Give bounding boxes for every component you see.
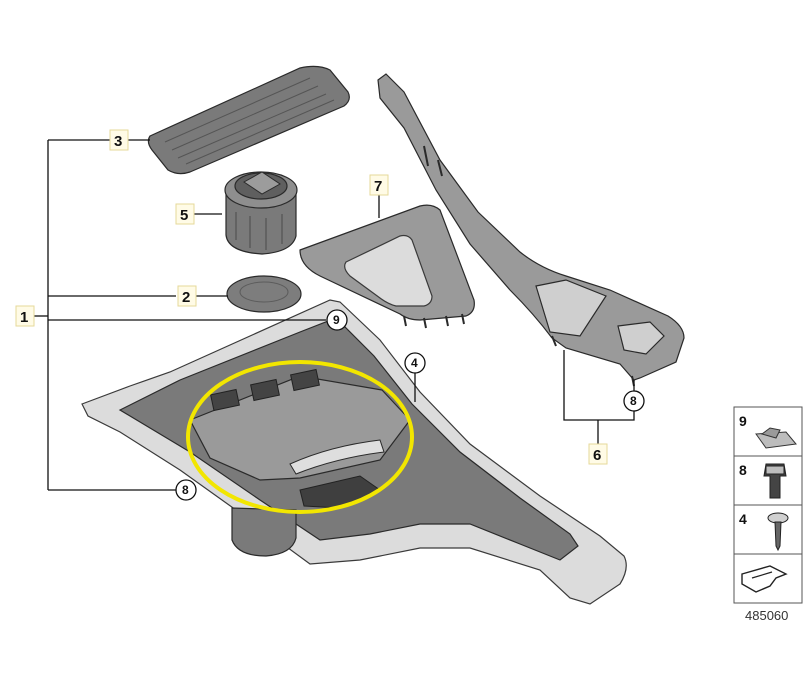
main-console-assembly [81, 299, 627, 605]
callout-8-right: 8 [623, 390, 645, 412]
highlight-ellipse [186, 360, 414, 514]
callout-8-left: 8 [175, 479, 197, 501]
bracket-1-lines [34, 139, 635, 491]
svg-text:9: 9 [739, 413, 747, 429]
callout-3: 3 [109, 129, 129, 151]
orientation-arrow-icon [741, 565, 788, 593]
diagram-code: 485060 [745, 608, 788, 623]
svg-text:5: 5 [180, 207, 188, 224]
part-2-round-pad [226, 275, 302, 313]
svg-text:8: 8 [630, 394, 637, 408]
callout-7: 7 [369, 174, 389, 196]
callout-1: 1 [15, 305, 35, 327]
svg-text:1: 1 [20, 309, 28, 326]
svg-text:7: 7 [374, 178, 382, 195]
part-5-cup-holder [224, 171, 298, 255]
legend-item-9: 9 [739, 413, 797, 449]
svg-text:8: 8 [182, 483, 189, 497]
svg-text:2: 2 [182, 289, 190, 306]
legend-item-8: 8 [739, 462, 787, 499]
callout-6: 6 [588, 443, 608, 465]
part-3-tray-mat [147, 65, 350, 175]
legend-panel: 9 8 4 [733, 406, 803, 604]
console-slots [210, 368, 320, 412]
part-7-shift-trim [299, 204, 475, 329]
part-6-side-trim [377, 73, 685, 387]
callout-5: 5 [175, 203, 195, 225]
svg-text:4: 4 [411, 356, 418, 370]
svg-text:8: 8 [739, 462, 747, 478]
legend-item-4: 4 [739, 511, 789, 552]
callout-2: 2 [177, 285, 197, 307]
callout-9: 9 [326, 309, 348, 331]
callout-4: 4 [404, 352, 426, 374]
svg-text:6: 6 [593, 447, 601, 464]
svg-text:9: 9 [333, 313, 340, 327]
svg-text:3: 3 [114, 133, 122, 150]
svg-text:4: 4 [739, 511, 747, 527]
